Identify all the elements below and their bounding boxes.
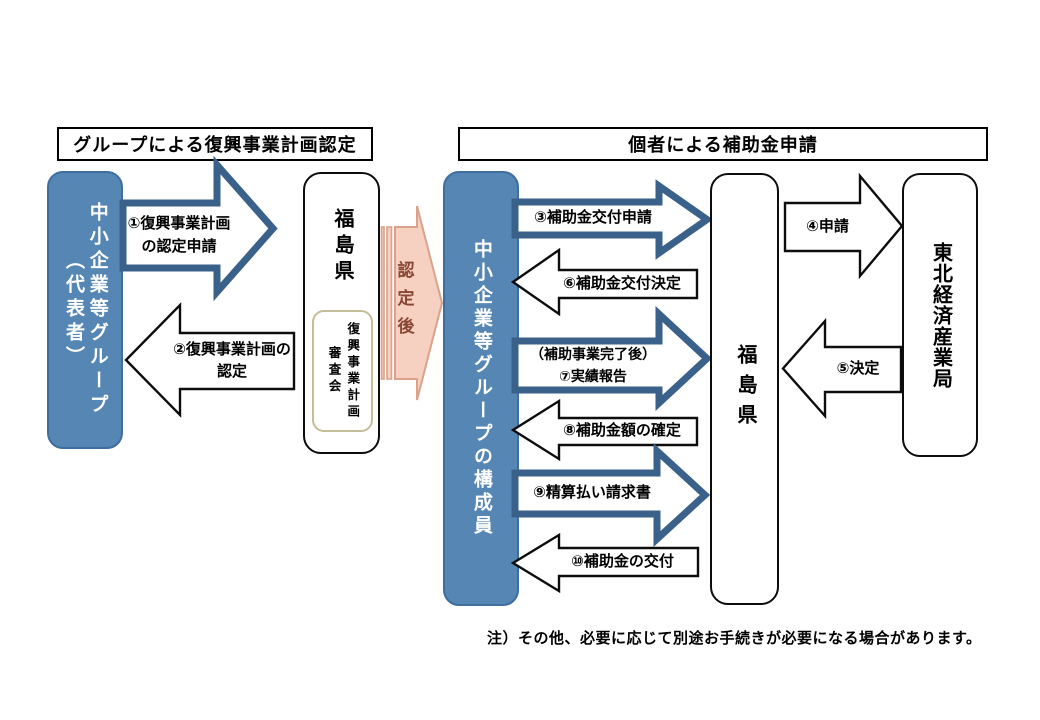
block-arrow-left-icon [510, 532, 700, 594]
entity-fukushima-prefecture-2: 福島県 [710, 173, 779, 605]
process-arrow-4: ④申請 [783, 172, 904, 280]
entity-review-board: 復興事業計画 審査会 [312, 310, 373, 432]
process-arrow-1-label: ①復興事業計画 の認定申請 [127, 215, 231, 255]
transition-after-certification-label: 認定後 [394, 261, 414, 345]
process-arrow-10: ⑩補助金の交付 [510, 532, 700, 594]
process-arrow-7: （補助事業完了後） ⑦実績報告 [511, 305, 713, 412]
process-arrow-10-label: ⑩補助金の交付 [571, 552, 674, 570]
block-arrow-right-icon [119, 155, 278, 302]
section-header-left-label: グループによる復興事業計画認定 [73, 135, 357, 155]
process-arrow-9-label: ⑨精算払い請求書 [533, 484, 651, 502]
process-arrow-3-label: ③補助金交付申請 [534, 209, 652, 227]
block-arrow-right-icon [511, 305, 713, 412]
entity-review-board-label: 復興事業計画 審査会 [326, 321, 360, 421]
entity-tohoku-bureau-label: 東北経済産業局 [929, 241, 952, 389]
entity-fukushima-prefecture-1: 福島県 復興事業計画 審査会 [303, 172, 380, 454]
process-arrow-8: ⑧補助金額の確定 [510, 398, 699, 462]
block-arrow-right-icon [511, 179, 714, 260]
process-arrow-7-label: （補助事業完了後） ⑦実績報告 [530, 345, 656, 384]
striped-right-arrow-icon [380, 205, 444, 401]
entity-sme-group-representative: 中小企業等グループ （代表者） [47, 171, 123, 449]
process-arrow-4-label: ④申請 [806, 217, 849, 235]
transition-after-certification: 認定後 [380, 199, 444, 408]
block-arrow-left-icon [510, 398, 699, 462]
entity-sme-group-members: 中小企業等グループの構成員 [443, 171, 519, 606]
entity-sme-group-representative-label: 中小企業等グループ （代表者） [63, 202, 108, 418]
block-arrow-left-icon [510, 247, 699, 317]
process-arrow-8-label: ⑧補助金額の確定 [563, 422, 681, 440]
process-arrow-6-label: ⑥補助金交付決定 [563, 274, 681, 292]
entity-tohoku-bureau: 東北経済産業局 [902, 173, 978, 457]
block-arrow-left-icon [781, 317, 903, 420]
block-arrow-right-icon [783, 172, 904, 280]
process-arrow-9: ⑨精算払い請求書 [511, 443, 711, 547]
entity-fukushima-prefecture-1-label: 福島県 [331, 208, 353, 286]
process-arrow-3: ③補助金交付申請 [511, 179, 714, 260]
process-arrow-2: ②復興事業計画の 認定 [124, 302, 296, 418]
section-header-group-certification: グループによる復興事業計画認定 [57, 127, 373, 161]
entity-fukushima-prefecture-2-label: 福島県 [734, 344, 756, 434]
entity-sme-group-members-label: 中小企業等グループの構成員 [470, 239, 492, 538]
block-arrow-left-icon [124, 302, 296, 418]
footnote: 注）その他、必要に応じて別途お手続きが必要になる場合があります。 [487, 630, 982, 647]
process-arrow-5-label: ⑤決定 [836, 360, 880, 378]
process-arrow-6: ⑥補助金交付決定 [510, 247, 699, 317]
process-arrow-1: ①復興事業計画 の認定申請 [119, 155, 278, 302]
process-arrow-5: ⑤決定 [781, 317, 903, 420]
block-arrow-right-icon [511, 443, 711, 547]
section-header-individual-application: 個者による補助金申請 [458, 127, 988, 161]
process-arrow-2-label: ②復興事業計画の 認定 [173, 340, 291, 381]
section-header-right-label: 個者による補助金申請 [628, 135, 818, 155]
